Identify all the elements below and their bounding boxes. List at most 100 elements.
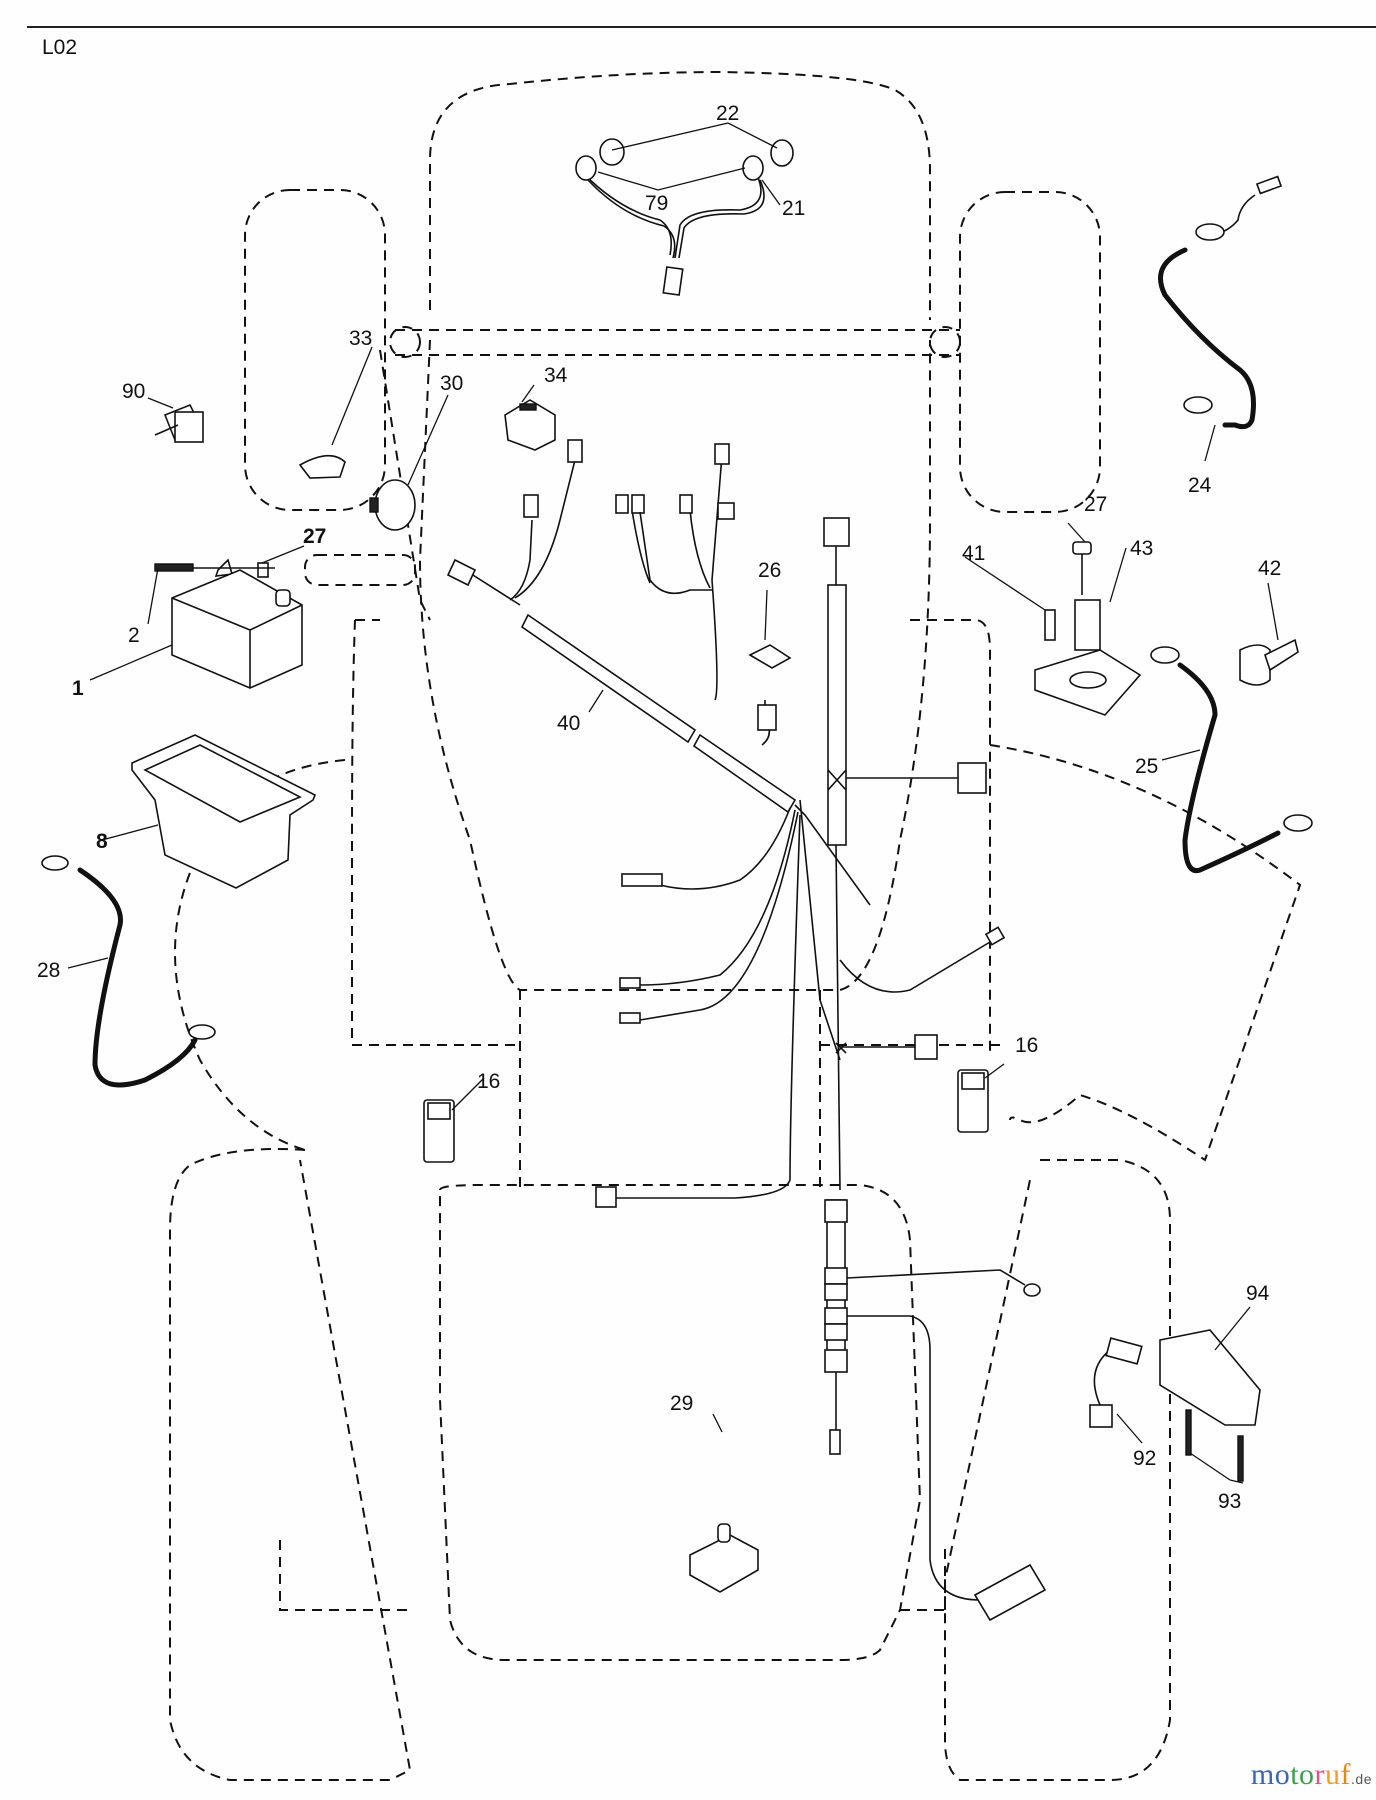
headlight-connector-icon	[662, 266, 684, 296]
branch-c-terminal	[714, 443, 730, 465]
lower-trunk	[835, 844, 841, 1191]
headlight-wire-right	[674, 174, 762, 259]
terminal-boot-42	[1239, 638, 1299, 686]
battery-tray-icon	[131, 734, 317, 889]
rocker-switch-34	[504, 399, 556, 451]
watermark-logo: motoruf.de	[1251, 1758, 1372, 1792]
watermark-letter: m	[1250, 1758, 1275, 1791]
callout-28: 28	[37, 959, 60, 982]
callout-93: 93	[1218, 1490, 1241, 1513]
cable-28-terminal-top	[41, 855, 69, 871]
callout-41: 41	[962, 542, 985, 565]
top-rule	[27, 26, 1376, 28]
callout-29: 29	[670, 1392, 693, 1415]
branch-f-terminal	[679, 494, 693, 514]
loop-right	[839, 941, 991, 993]
callout-90: 90	[122, 380, 145, 403]
cable-25	[1177, 662, 1281, 874]
harness-sleeve-lower	[692, 733, 797, 814]
battery-nut-icon	[257, 562, 269, 578]
solenoid-bolt-icon	[1044, 609, 1056, 641]
plug-body-icon	[174, 411, 204, 443]
loop-left-1-terminal	[621, 873, 663, 887]
battery-cable-25	[1150, 646, 1313, 874]
cowl-outline	[418, 339, 931, 991]
callout-33: 33	[349, 327, 372, 350]
battery-1	[154, 558, 303, 689]
connector-92-icon	[1089, 1404, 1113, 1428]
ignition-switch-icon	[374, 479, 416, 531]
cable-24	[1158, 247, 1256, 430]
loop-left-1	[659, 807, 791, 890]
front-wheel-right	[959, 191, 1101, 513]
callout-30: 30	[440, 372, 463, 395]
seat-switch-29	[689, 1523, 759, 1593]
bulb-right-icon	[770, 139, 794, 167]
module-lead	[847, 1315, 981, 1601]
battery-cable-28	[41, 855, 216, 1088]
cable-24-terminal-top	[1195, 223, 1225, 241]
headlight-wire-right-2	[678, 179, 765, 259]
fender-left	[174, 759, 346, 1151]
callout-27-battery: 27	[303, 525, 326, 548]
front-axle-band	[395, 329, 960, 356]
switch-16-right	[957, 1069, 989, 1133]
watermark-letter: t	[1290, 1758, 1300, 1791]
cable-25-terminal-top	[1150, 646, 1180, 664]
fuse-icon	[748, 644, 792, 669]
battery-bolt-icon	[154, 563, 194, 572]
side-connector-icon	[957, 762, 987, 794]
loop-up	[610, 814, 801, 1199]
branch-c	[711, 454, 723, 701]
callout-79: 79	[645, 192, 668, 215]
fender-right	[989, 744, 1302, 1162]
axle-pivot-right	[929, 326, 961, 358]
callout-24: 24	[1188, 474, 1212, 497]
callout-92: 92	[1133, 1447, 1156, 1470]
callout-42: 42	[1258, 557, 1281, 580]
solenoid-nut-icon	[1072, 541, 1092, 555]
branch-a-terminal	[523, 494, 539, 518]
key-icon	[298, 454, 346, 479]
watermark-suffix: .de	[1351, 1771, 1372, 1787]
chassis-right	[910, 619, 991, 1055]
page-code: L02	[42, 36, 78, 59]
callout-94: 94	[1246, 1282, 1270, 1305]
seat-switch-plunger	[717, 1523, 731, 1543]
harness-end-connector	[446, 558, 477, 587]
switch-16-left	[423, 1099, 455, 1163]
callout-16-right: 16	[1015, 1034, 1038, 1057]
ground-lead	[846, 1269, 1026, 1286]
battery-tray-8	[131, 734, 317, 889]
leader-lines	[67, 122, 1279, 1484]
watermark-letter: o	[1274, 1758, 1291, 1791]
control-module-94	[1089, 1329, 1261, 1482]
branch-b	[514, 459, 576, 599]
watermark-letter: o	[1299, 1758, 1315, 1791]
connector-92-plug	[1105, 1337, 1143, 1365]
screw-93-left-icon	[1185, 1409, 1192, 1456]
loop-left-3	[639, 811, 799, 1021]
watermark-letter: f	[1340, 1758, 1352, 1791]
battery-terminal-icon	[275, 589, 291, 607]
fuse-26	[748, 644, 792, 669]
callout-1: 1	[72, 677, 84, 700]
rear-wheel-left	[169, 1148, 412, 1781]
battery-icon	[171, 569, 303, 689]
callout-25: 25	[1135, 755, 1158, 778]
mid-right-connector-icon	[914, 1034, 938, 1060]
callout-40: 40	[557, 712, 580, 735]
watermark-letter: r	[1314, 1758, 1326, 1791]
branch-f	[689, 509, 711, 589]
terminal-boot-icon	[1239, 644, 1271, 686]
ground-cable-24	[1158, 175, 1283, 430]
branch-c-fuse-holder	[717, 502, 735, 520]
branch-d	[631, 509, 651, 584]
headlight-wire-left	[584, 174, 673, 256]
bottom-terminal-icon	[829, 1429, 841, 1455]
lower-left-connector-icon	[595, 1186, 617, 1208]
rear-wheel-right	[944, 1159, 1171, 1781]
loop-left-2-terminal	[619, 977, 641, 989]
branch-a	[509, 519, 533, 601]
